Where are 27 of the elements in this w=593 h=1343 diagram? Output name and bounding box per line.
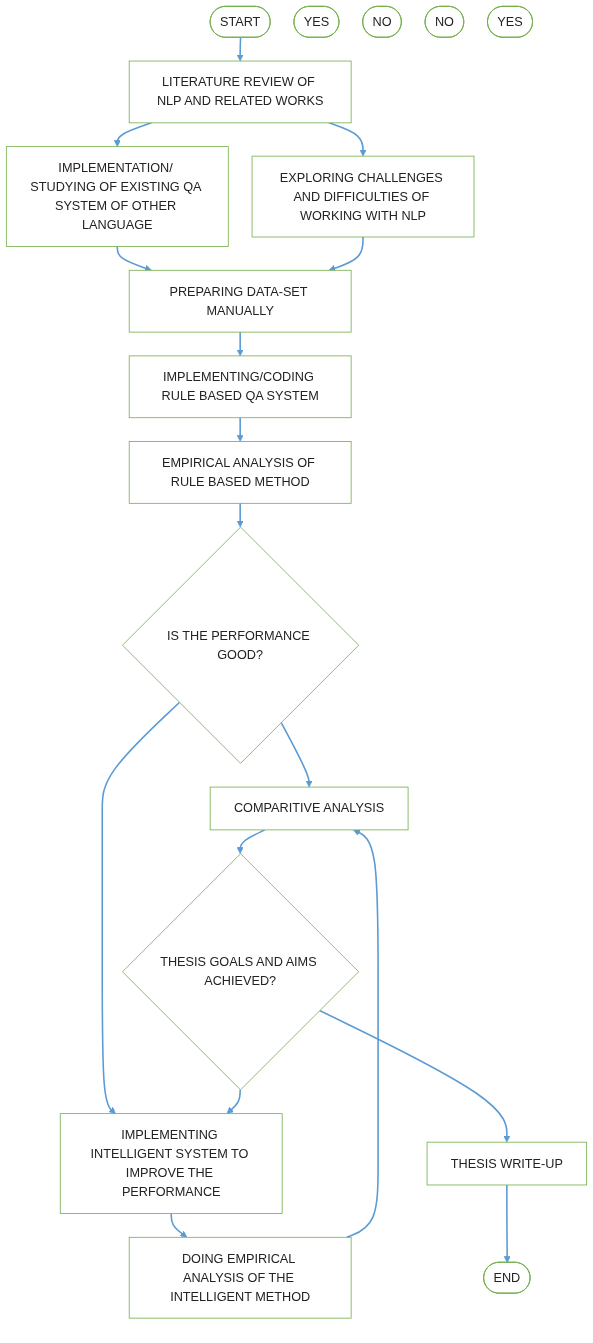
arrow	[236, 502, 244, 528]
arrow	[236, 416, 244, 442]
node-diamond: THESIS GOALS AND AIMS ACHIEVED?	[122, 853, 360, 1091]
arrow	[236, 829, 266, 854]
node-box: COMPARITIVE ANALYSIS	[209, 786, 409, 831]
arrow	[116, 245, 152, 272]
node-box: PREPARING DATA-SET MANUALLY	[128, 269, 352, 333]
node-box: DOING EMPIRICAL ANALYSIS OF THE INTELLIGENT METHOD	[128, 1236, 352, 1319]
node-box: LITERATURE REVIEW OF NLP AND RELATED WORKS	[128, 60, 352, 124]
node-box: IMPLEMENTING INTELLIGENT SYSTEM TO IMPROVE THE PERFORMANCE	[59, 1113, 283, 1214]
arrow	[101, 701, 181, 1114]
arrow	[236, 36, 244, 62]
arrow	[328, 122, 367, 157]
arrow	[280, 721, 313, 788]
arrow	[345, 829, 379, 1239]
arrow	[226, 1089, 241, 1114]
arrow	[236, 331, 244, 357]
node-diamond: IS THE PERFORMANCE GOOD?	[122, 526, 360, 764]
arrow	[503, 1184, 511, 1263]
arrow	[318, 1009, 511, 1143]
node-box: EXPLORING CHALLENGES AND DIFFICULTIES OF WORKING WITH NLP	[251, 155, 475, 238]
node-box: THESIS WRITE-UP	[426, 1141, 588, 1186]
arrow	[328, 236, 364, 272]
node-box: IMPLEMENTATION/ STUDYING OF EXISTING QA SYSTEM OF OTHER LANGUAGE	[5, 146, 229, 247]
arrow	[170, 1212, 188, 1238]
node-box: IMPLEMENTING/CODING RULE BASED QA SYSTEM	[128, 355, 352, 419]
node-box: EMPIRICAL ANALYSIS OF RULE BASED METHOD	[128, 441, 352, 504]
